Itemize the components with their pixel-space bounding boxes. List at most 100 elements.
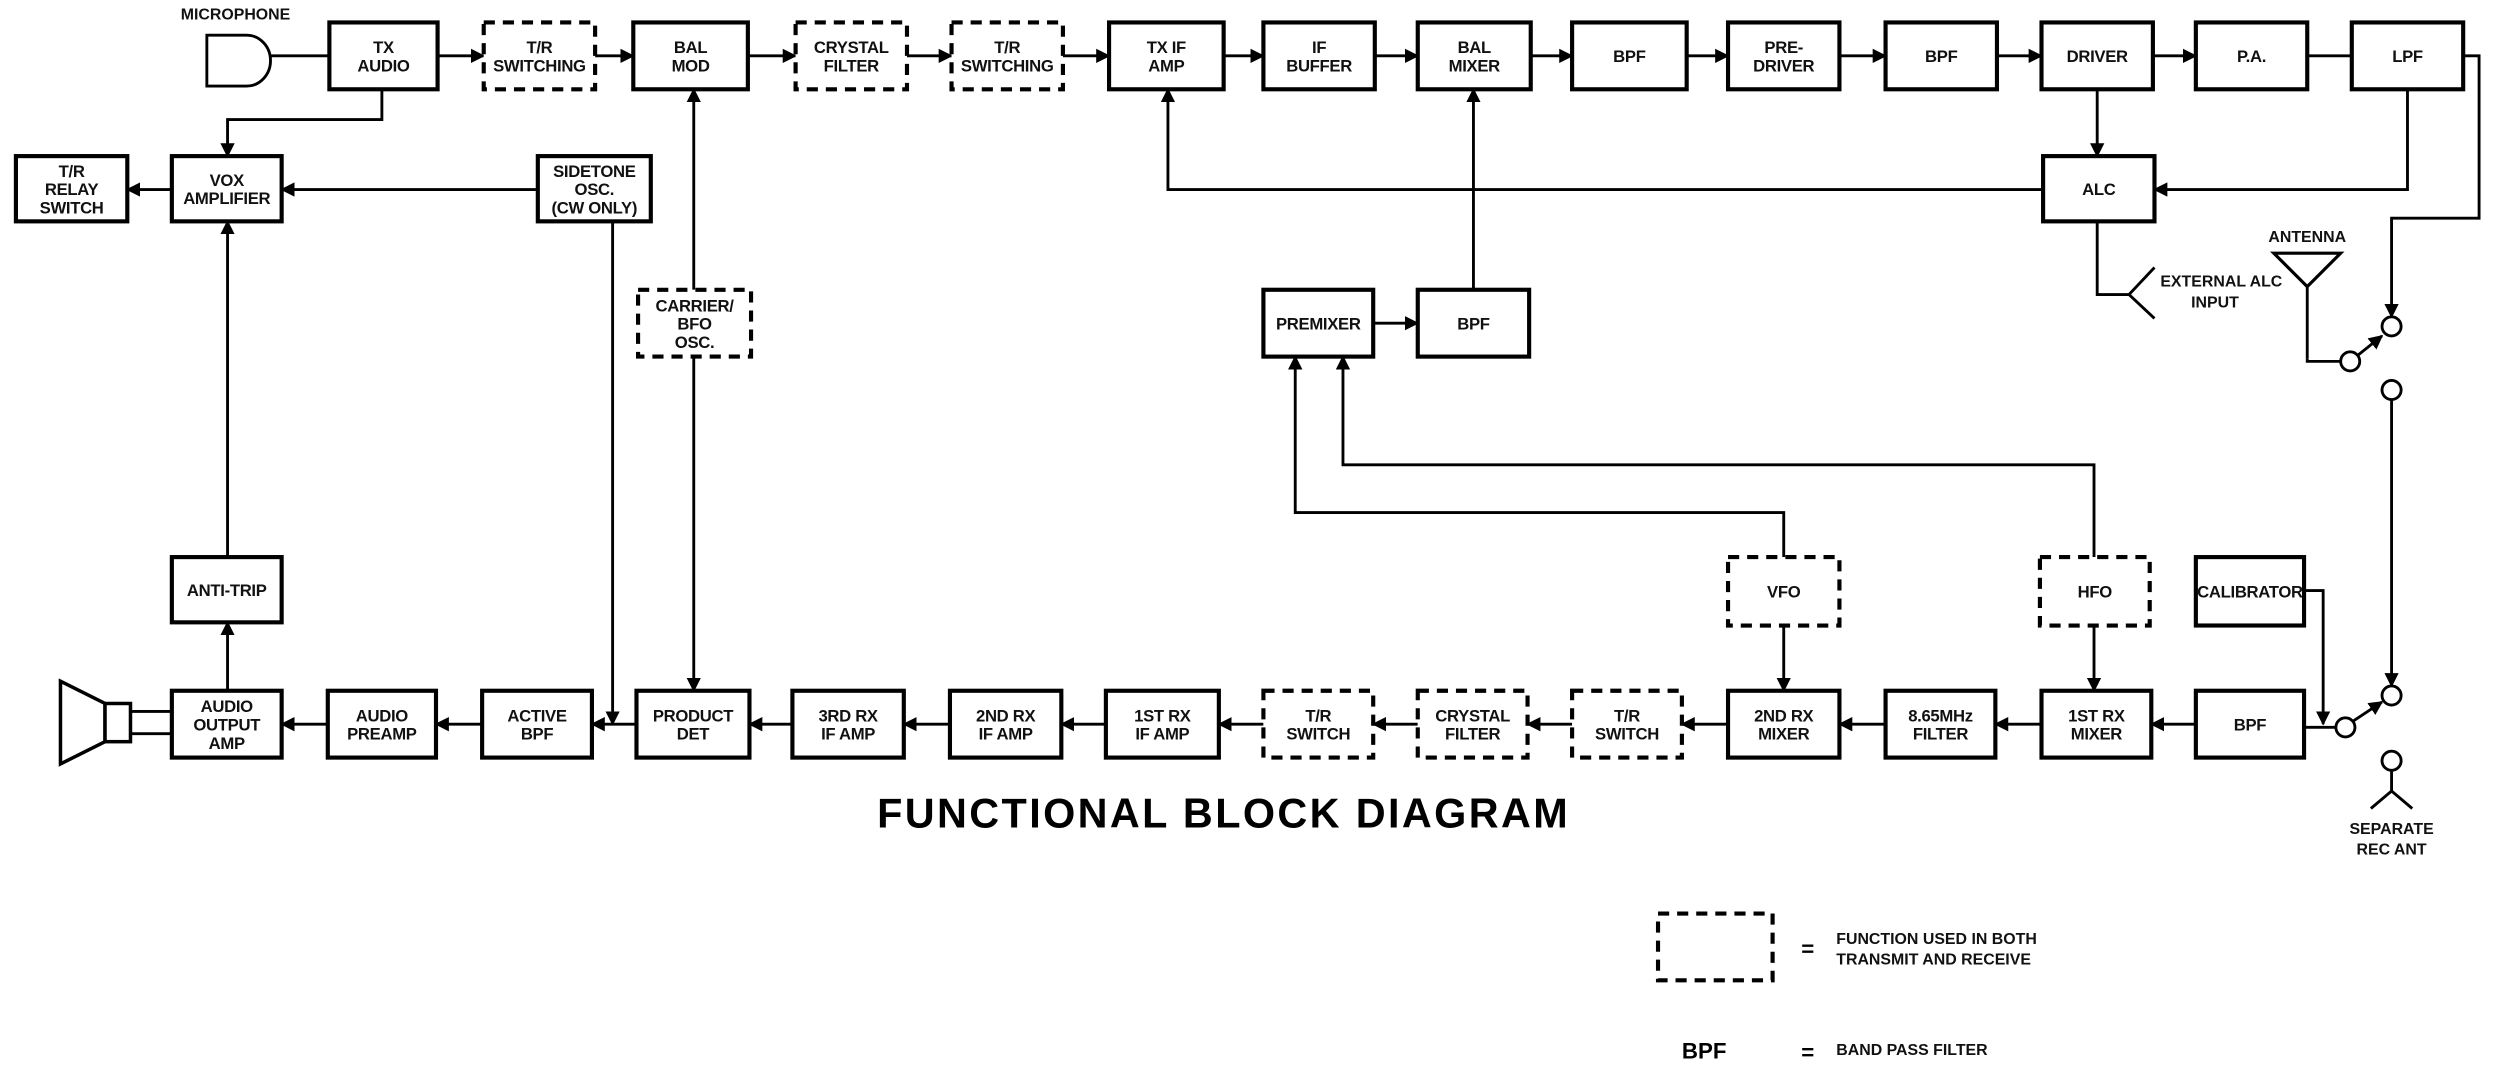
signal-wire <box>2305 358 2341 363</box>
legend-bpf-desc: BAND PASS FILTER <box>1836 1042 1988 1059</box>
signal-wire <box>2095 221 2130 296</box>
block-frame <box>1725 688 1842 760</box>
block-bpf-tx1: BPF <box>1570 20 1689 92</box>
block-label: FILTER <box>824 56 880 75</box>
block-label: SWITCHING <box>493 56 586 75</box>
block-label: AUDIO <box>201 697 254 716</box>
block-label: 2ND RX <box>976 706 1035 725</box>
block-label: CRYSTAL <box>1435 706 1510 725</box>
legend-bpf-abbr: BPF <box>1682 1038 1727 1063</box>
block-frame <box>535 154 653 224</box>
block-label: OSC. <box>575 180 615 199</box>
blocks-layer: TXAUDIOT/RSWITCHINGBALMODCRYSTALFILTERT/… <box>13 20 2466 760</box>
block-frame <box>636 287 754 359</box>
block-label: 8.65MHz <box>1908 706 1973 725</box>
block-label: TX IF <box>1147 38 1186 57</box>
block-label: (CW ONLY) <box>552 198 638 217</box>
signal-wire <box>2384 54 2481 319</box>
block-label: DRIVER <box>1753 56 1814 75</box>
block-label: BAL <box>1458 38 1491 57</box>
block-label: HFO <box>2078 583 2113 602</box>
block-frame <box>1570 688 1684 760</box>
receive-antenna-switch <box>2334 684 2403 739</box>
block-pre-driver: PRE-DRIVER <box>1725 20 1842 92</box>
signal-wire <box>1335 355 2096 558</box>
legend: = FUNCTION USED IN BOTH TRANSMIT AND REC… <box>1655 911 2037 1065</box>
external-alc-connector-icon <box>2126 266 2156 320</box>
block-frame <box>1883 20 2000 92</box>
block-label: AMP <box>209 734 245 753</box>
block-frame <box>1261 688 1376 760</box>
block-label: BPF <box>1613 47 1646 66</box>
block-label: PRODUCT <box>653 706 734 725</box>
block-label: LPF <box>2392 47 2423 66</box>
block-label: IF AMP <box>1135 725 1189 744</box>
block-frame <box>2349 20 2466 92</box>
legend-equals-1: = <box>1801 936 1814 961</box>
legend-dashed-desc-1: FUNCTION USED IN BOTH <box>1836 931 2037 948</box>
block-calibrator: CALIBRATOR <box>2193 555 2307 628</box>
block-frame <box>634 688 752 760</box>
block-frame <box>1415 688 1530 760</box>
signal-wire <box>1160 87 2044 191</box>
block-frame <box>1106 20 1226 92</box>
block-bpf-tx2: BPF <box>1883 20 2000 92</box>
block-label: 3RD RX <box>818 706 877 725</box>
block-frame <box>790 688 906 760</box>
block-frame <box>13 154 130 224</box>
block-label: ACTIVE <box>507 706 566 725</box>
signal-wire <box>220 89 384 158</box>
block-pa: P.A. <box>2193 20 2310 92</box>
block-label: AMPLIFIER <box>183 189 270 208</box>
block-label: VFO <box>1767 583 1801 602</box>
external-alc-label-2: INPUT <box>2191 294 2239 311</box>
block-hfo: HFO <box>2037 555 2152 628</box>
block-lpf: LPF <box>2349 20 2466 92</box>
block-label: MIXER <box>1758 725 1810 744</box>
legend-dashed-desc-2: TRANSMIT AND RECEIVE <box>1836 951 2031 968</box>
block-label: OUTPUT <box>193 716 261 735</box>
block-frame <box>1261 20 1377 92</box>
block-label: 2ND RX <box>1754 706 1813 725</box>
block-frame <box>2039 20 2155 92</box>
block-label: BPF <box>1925 47 1958 66</box>
block-label: AMP <box>1148 56 1184 75</box>
block-label: T/R <box>59 162 85 181</box>
block-frame <box>169 688 284 760</box>
block-label: PRE- <box>1764 38 1803 57</box>
block-anti-trip: ANTI-TRIP <box>169 555 284 625</box>
block-label: CRYSTAL <box>814 38 889 57</box>
block-label: SWITCH <box>1595 725 1659 744</box>
block-frame <box>2193 555 2307 628</box>
block-label: AUDIO <box>356 706 409 725</box>
block-label: BFO <box>677 315 712 334</box>
block-label: SWITCHING <box>961 56 1054 75</box>
block-label: T/R <box>1305 706 1331 725</box>
block-frame <box>327 20 440 92</box>
block-label: 1ST RX <box>1134 706 1191 725</box>
block-frame <box>1415 20 1533 92</box>
block-frame <box>2193 20 2310 92</box>
block-label: T/R <box>994 38 1020 57</box>
block-label: SIDETONE <box>553 162 636 181</box>
block-premixer: PREMIXER <box>1261 287 1376 359</box>
block-frame <box>2039 688 2154 760</box>
block-label: ALC <box>2082 180 2116 199</box>
block-label: IF <box>1312 38 1326 57</box>
signal-wire <box>1288 355 1786 558</box>
block-label: IF AMP <box>979 725 1033 744</box>
